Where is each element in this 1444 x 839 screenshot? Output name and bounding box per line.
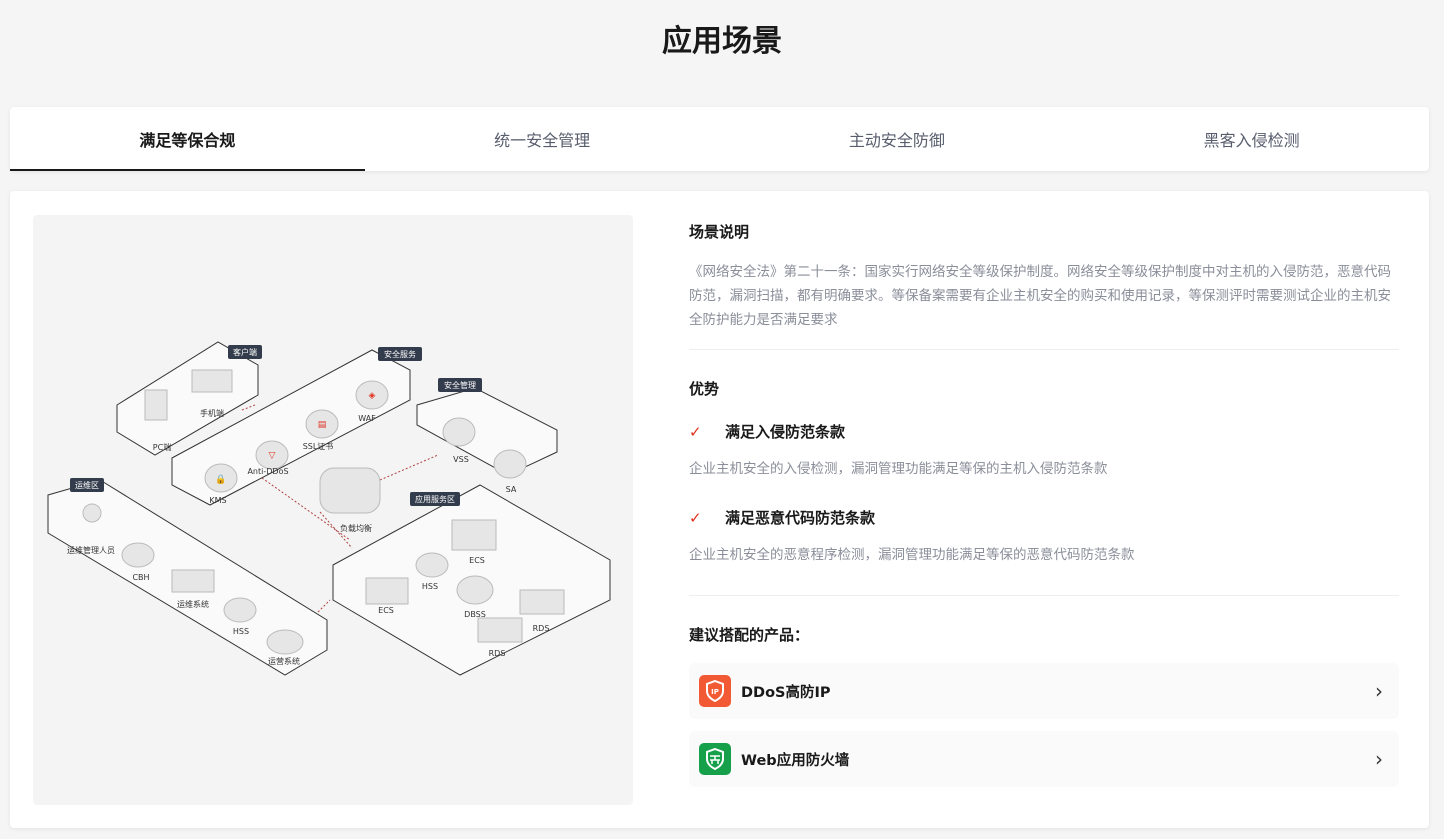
node-label: PC端 [153, 442, 171, 452]
scenario-details: 场景说明 《网络安全法》第二十一条：国家实行网络安全等级保护制度。网络安全等级保… [689, 221, 1399, 787]
certificate-icon: ▤ [318, 420, 327, 430]
product-waf[interactable]: Web应用防火墙 › [689, 731, 1399, 787]
ddos-icon: ▽ [269, 451, 276, 461]
products-heading: 建议搭配的产品： [689, 626, 810, 644]
node-label: SA [506, 485, 517, 494]
node-label: VSS [453, 455, 469, 464]
product-name: DDoS高防IP [741, 684, 831, 701]
zone-label: 安全服务 [384, 349, 416, 359]
node-label: ECS [378, 606, 394, 615]
zone-label: 客户端 [233, 347, 257, 357]
node-label: RDS [533, 624, 550, 633]
node-label: HSS [233, 627, 249, 636]
zone-security-service [171, 349, 411, 506]
ip-shield-icon: IP [699, 675, 731, 707]
advantage-title: 满足恶意代码防范条款 [725, 509, 876, 527]
waf-icon: ◈ [369, 391, 376, 401]
tab-unified-management[interactable]: 统一安全管理 [494, 131, 591, 150]
node-label: CBH [132, 573, 149, 582]
tab-intrusion-detection[interactable]: 黑客入侵检测 [1203, 131, 1300, 150]
node-label: 负载均衡 [340, 523, 372, 533]
advantage-title: 满足入侵防范条款 [725, 423, 846, 441]
divider [689, 349, 1399, 350]
node-label: 运维系统 [177, 599, 209, 609]
advantages-heading: 优势 [689, 380, 720, 398]
tab-active-defense[interactable]: 主动安全防御 [848, 131, 945, 150]
scenario-tabs: 满足等保合规 统一安全管理 主动安全防御 黑客入侵检测 [10, 107, 1429, 171]
zone-security-management [416, 387, 558, 476]
node-label: WAF [358, 414, 376, 423]
zone-label: 运维区 [75, 480, 99, 490]
node-label: HSS [422, 582, 438, 591]
advantage-description: 企业主机安全的入侵检测，漏洞管理功能满足等保的主机入侵防范条款 [689, 461, 1108, 477]
architecture-diagram: 🔒 ▽ ▤ ◈ 客户端 安全服务 安全管理 运维区 应用服务区 PC端 手机端 … [33, 215, 633, 805]
node-label: KMS [209, 496, 226, 505]
product-ddos-ip[interactable]: IP DDoS高防IP › [689, 663, 1399, 719]
node-label: 手机端 [200, 408, 224, 418]
scenario-description: 《网络安全法》第二十一条：国家实行网络安全等级保护制度。网络安全等级保护制度中对… [689, 264, 1391, 328]
node-label: 运维管理人员 [67, 545, 115, 555]
scenario-panel: 🔒 ▽ ▤ ◈ 客户端 安全服务 安全管理 运维区 应用服务区 PC端 手机端 … [10, 191, 1429, 828]
node-label: SSL证书 [303, 441, 334, 451]
node-label: 运营系统 [268, 656, 300, 666]
zone-label: 安全管理 [444, 380, 476, 390]
advantage-description: 企业主机安全的恶意程序检测，漏洞管理功能满足等保的恶意代码防范条款 [689, 547, 1135, 563]
node-label: DBSS [464, 610, 486, 619]
check-icon: ✓ [689, 422, 702, 441]
architecture-svg: 🔒 ▽ ▤ ◈ 客户端 安全服务 安全管理 运维区 应用服务区 PC端 手机端 … [47, 341, 611, 676]
chevron-right-icon: › [1375, 679, 1383, 703]
node-label: Anti-DDoS [247, 467, 288, 476]
firewall-shield-icon [699, 743, 731, 775]
svg-text:IP: IP [711, 688, 719, 696]
zone-label: 应用服务区 [415, 494, 455, 504]
divider [689, 595, 1399, 596]
node-label: RDS [489, 649, 506, 658]
check-icon: ✓ [689, 508, 702, 527]
product-name: Web应用防火墙 [741, 752, 850, 769]
node-label: ECS [469, 556, 485, 565]
advantage-item: ✓ 满足恶意代码防范条款 [689, 507, 1399, 528]
scenario-heading: 场景说明 [689, 223, 750, 241]
page-title: 应用场景 [662, 24, 782, 59]
lock-icon: 🔒 [215, 474, 226, 485]
chevron-right-icon: › [1375, 747, 1383, 771]
tab-compliance[interactable]: 满足等保合规 [10, 107, 365, 171]
advantage-item: ✓ 满足入侵防范条款 [689, 421, 1399, 442]
